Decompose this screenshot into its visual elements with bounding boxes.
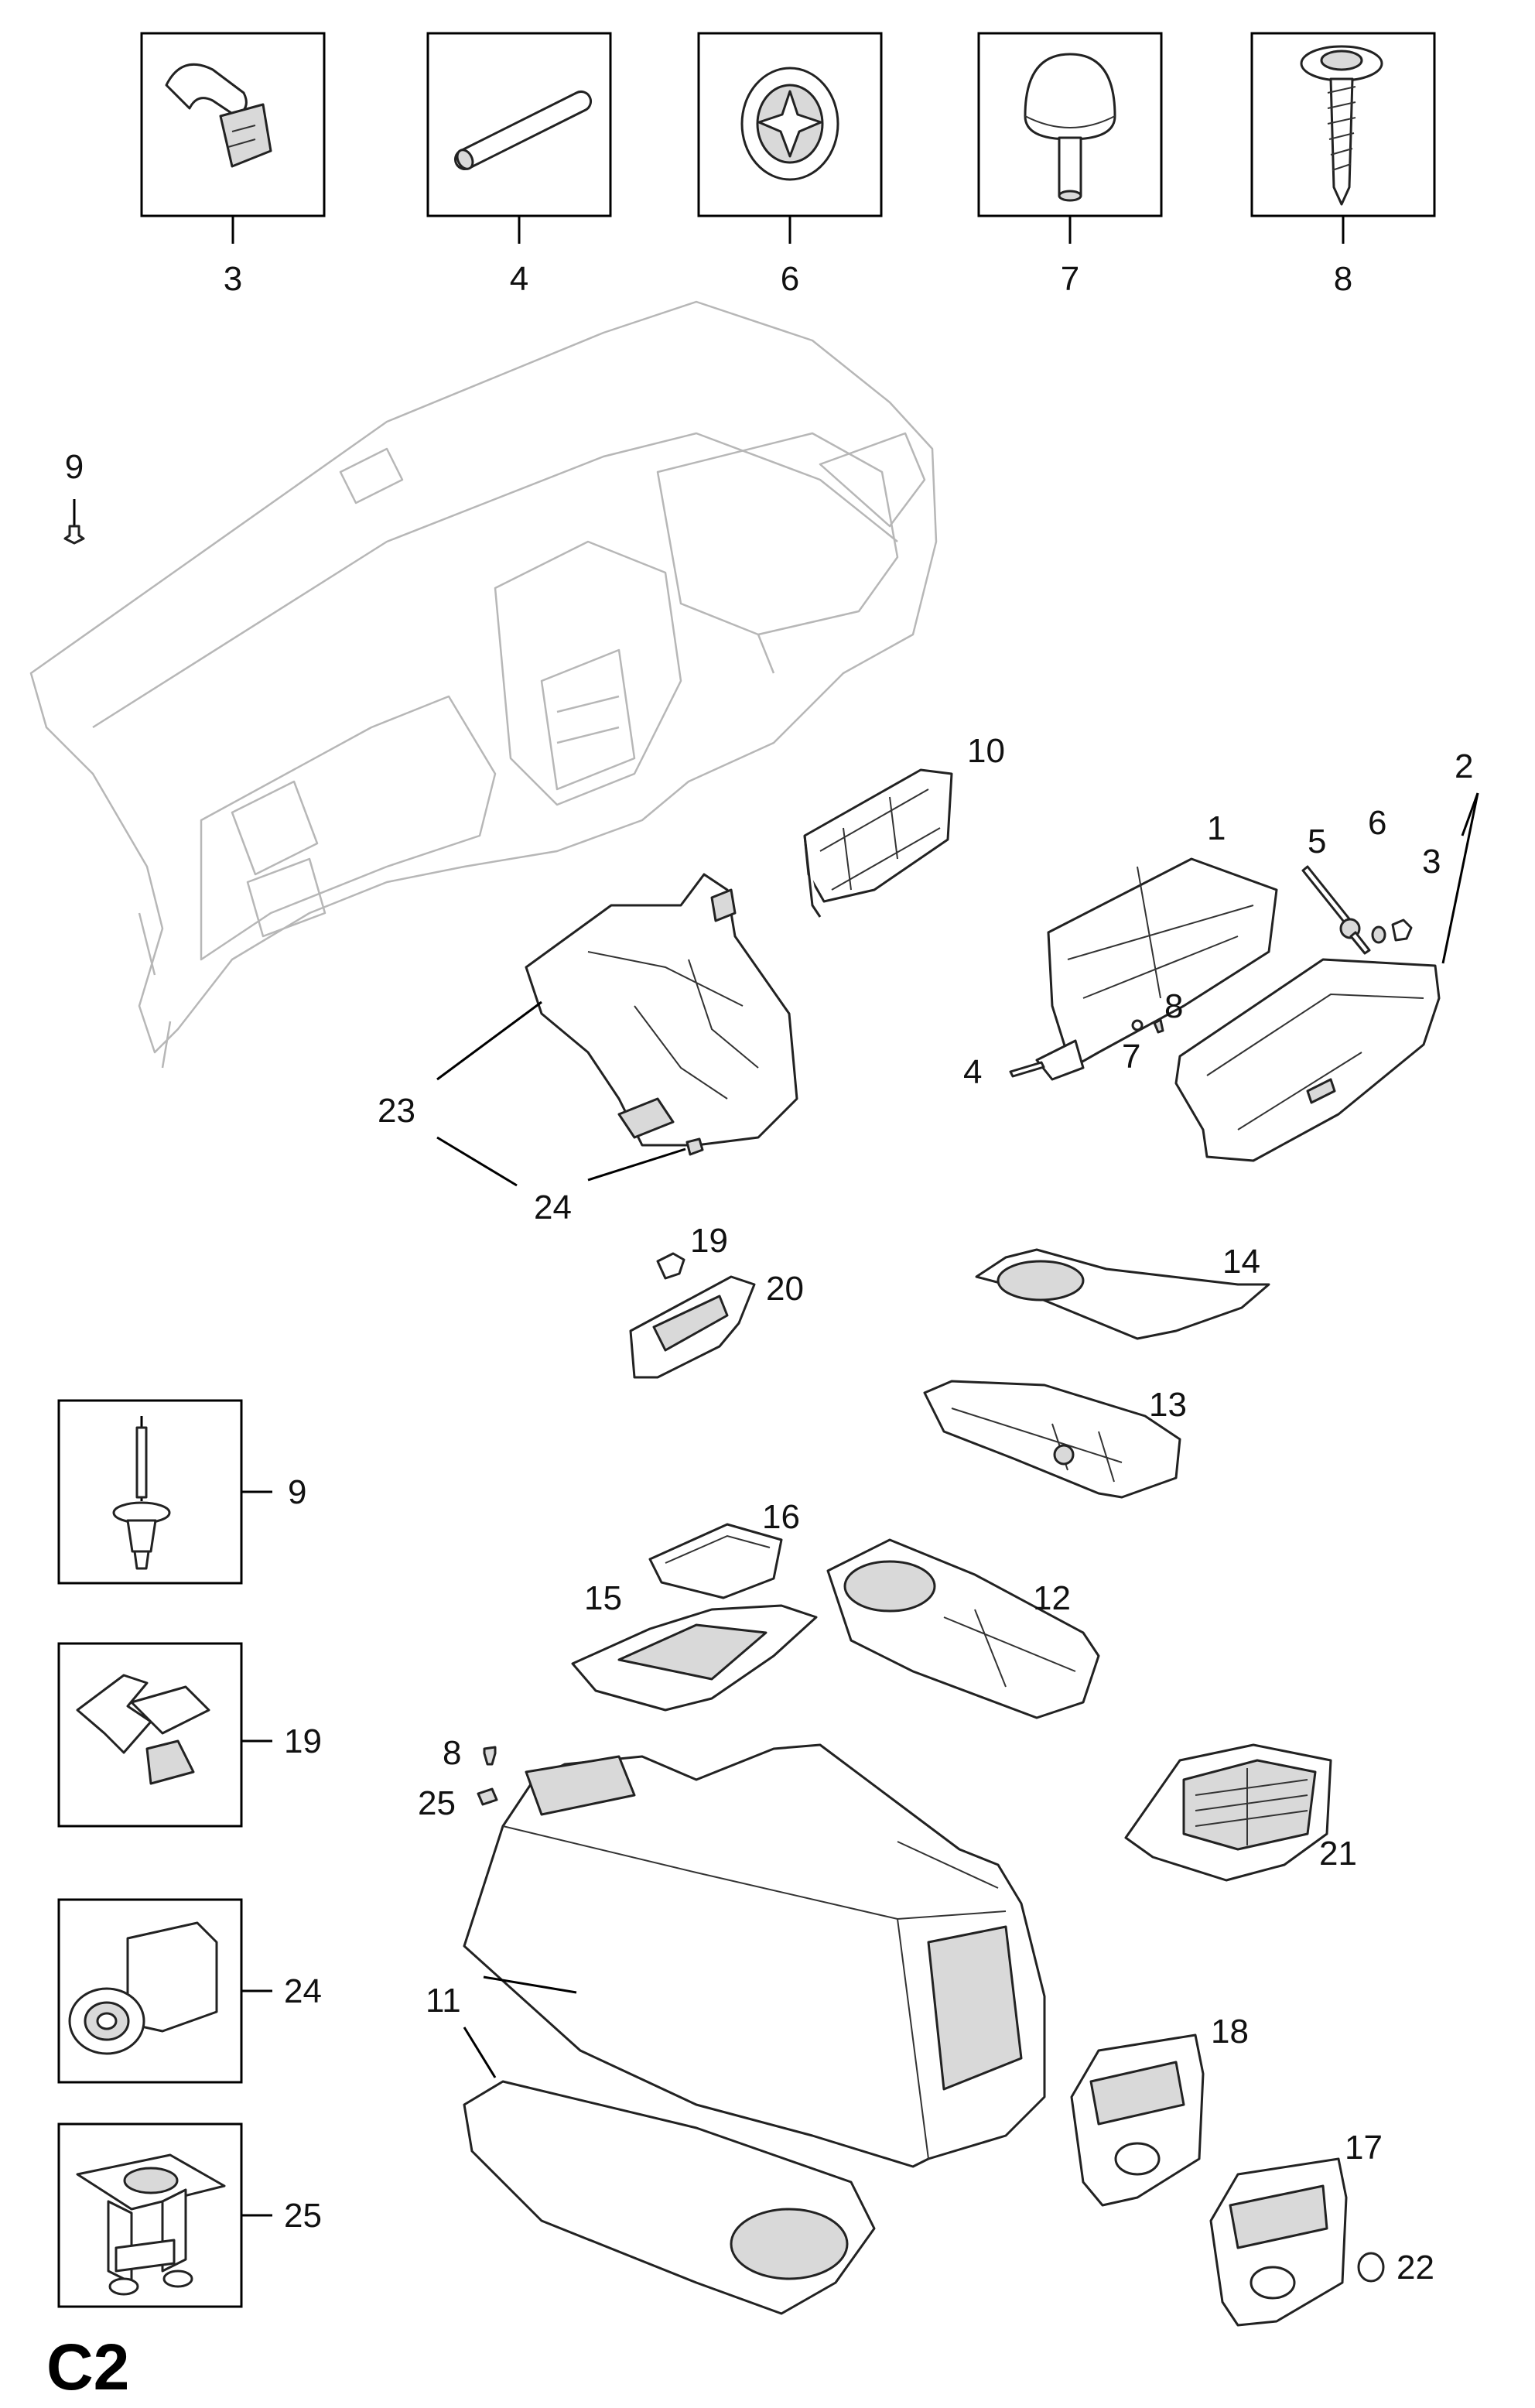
part-24-retainer: 24 xyxy=(534,1137,704,1226)
callout-7: 7 xyxy=(1061,260,1079,298)
part-12-cupholder-insert: 12 xyxy=(826,1538,1100,1719)
detail-box-9: 9 xyxy=(57,1399,306,1585)
callout-16: 16 xyxy=(762,1498,800,1536)
bumper-stop-icon xyxy=(1024,53,1116,202)
callout-8: 8 xyxy=(1334,260,1352,298)
callout-19a: 19 xyxy=(690,1222,728,1260)
part-6-grommet: 6 xyxy=(1368,804,1386,944)
retainer-icon xyxy=(68,1921,218,2055)
callout-19b: 19 xyxy=(284,1722,322,1760)
callout-1: 1 xyxy=(1207,809,1226,847)
callout-4: 4 xyxy=(510,260,528,298)
part-7-stop: 7 xyxy=(1122,1019,1144,1076)
detail-box-24: 24 xyxy=(57,1898,322,2084)
callout-11: 11 xyxy=(426,1982,461,2020)
part-25-nut-clip: 25 xyxy=(418,1784,498,1822)
part-20-switch-bezel: 20 xyxy=(629,1270,804,1379)
part-8-screw: 8 xyxy=(1153,987,1183,1034)
callout-18: 18 xyxy=(1211,2013,1249,2051)
callout-13: 13 xyxy=(1149,1386,1187,1424)
detail-box-7: 7 xyxy=(977,32,1163,298)
callout-23: 23 xyxy=(378,1092,415,1130)
callout-20: 20 xyxy=(766,1270,804,1308)
callout-5: 5 xyxy=(1308,823,1326,860)
pin-icon xyxy=(453,90,593,171)
part-17-rear-panel-lower: 17 xyxy=(1209,2129,1383,2327)
detail-box-4: 4 xyxy=(426,32,612,298)
grommet-icon xyxy=(740,67,839,181)
part-10-bracket: 10 xyxy=(803,732,1005,918)
callout-8b: 8 xyxy=(1164,987,1183,1025)
callout-22: 22 xyxy=(1397,2249,1434,2287)
part-3-clip: 3 xyxy=(1391,843,1441,942)
callout-6: 6 xyxy=(781,260,799,298)
clip-icon xyxy=(165,63,272,168)
callout-17: 17 xyxy=(1345,2129,1383,2167)
part-15-storage-liner: 15 xyxy=(571,1579,818,1712)
callout-2: 2 xyxy=(1455,747,1473,785)
callout-25b: 25 xyxy=(284,2197,322,2235)
part-19-clip-small: 19 xyxy=(656,1222,728,1280)
detail-box-6: 6 xyxy=(697,32,883,298)
part-21-rear-vent: 21 xyxy=(1124,1743,1357,1882)
detail-box-25: 25 xyxy=(57,2122,322,2308)
part-13-console-tray: 13 xyxy=(923,1380,1187,1499)
detail-box-8: 8 xyxy=(1250,32,1436,298)
part-11-center-console: 11 xyxy=(426,1743,1046,2315)
part-18-rear-panel: 18 xyxy=(1070,2013,1249,2207)
nut-clip-icon xyxy=(76,2153,226,2296)
callout-12: 12 xyxy=(1033,1579,1071,1617)
callout-3: 3 xyxy=(224,260,242,298)
callout-10: 10 xyxy=(967,732,1005,770)
part-22-cap: 22 xyxy=(1357,2249,1434,2287)
detail-box-19: 19 xyxy=(57,1642,322,1828)
part-8-screw-console: 8 xyxy=(443,1734,497,1772)
clip-icon xyxy=(76,1674,210,1785)
dashboard-outline xyxy=(29,300,938,1069)
rivet-icon xyxy=(112,1416,171,1570)
part-14-cupholder-tray: 14 xyxy=(975,1243,1270,1340)
callout-9b: 9 xyxy=(288,1473,306,1511)
part-16-mat: 16 xyxy=(648,1498,800,1599)
callout-3b: 3 xyxy=(1422,843,1441,881)
callout-6b: 6 xyxy=(1368,804,1386,842)
callout-4b: 4 xyxy=(963,1053,982,1091)
callout-24: 24 xyxy=(534,1189,572,1226)
screw-icon xyxy=(1300,45,1383,206)
part-1-glovebox-housing: 1 xyxy=(1035,809,1278,1081)
part-4-pin: 4 xyxy=(963,1053,1045,1091)
part-5-damper: 5 xyxy=(1301,823,1371,955)
callout-24b: 24 xyxy=(284,1972,322,2010)
callout-9: 9 xyxy=(65,448,84,486)
callout-14: 14 xyxy=(1222,1243,1260,1281)
callout-21: 21 xyxy=(1319,1835,1357,1873)
part-23-console-support: 23 xyxy=(378,873,798,1187)
part-2-glovebox-lid: 2 xyxy=(1174,747,1479,1162)
callout-25a: 25 xyxy=(418,1784,456,1822)
detail-box-3: 3 xyxy=(140,32,326,298)
part-9-rivet: 9 xyxy=(63,448,85,545)
sheet-code: C2 xyxy=(46,2331,129,2403)
callout-8c: 8 xyxy=(443,1734,461,1772)
callout-15: 15 xyxy=(584,1579,622,1617)
callout-7b: 7 xyxy=(1122,1038,1140,1076)
